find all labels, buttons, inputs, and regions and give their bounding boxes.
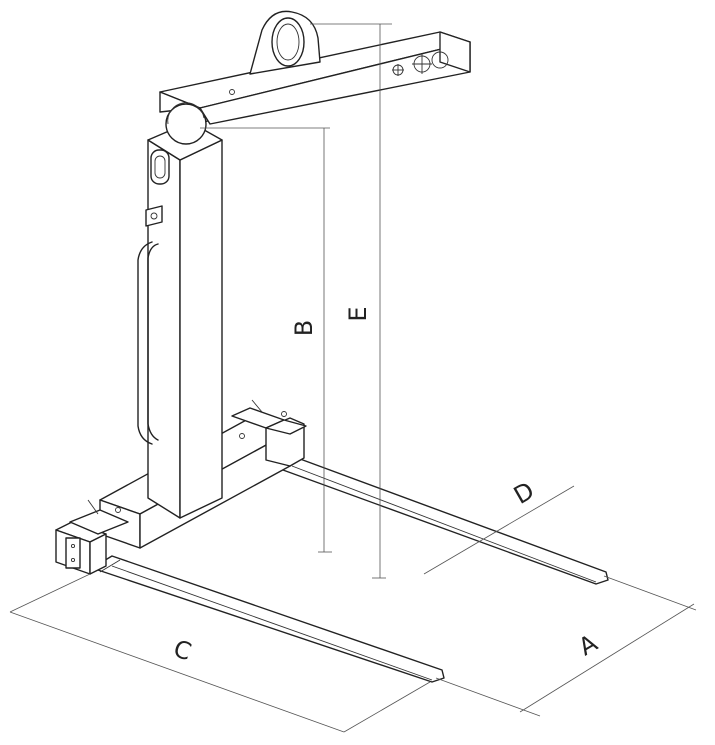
label-e: E xyxy=(344,306,372,321)
mast-lugs xyxy=(145,149,170,227)
hinge-disc xyxy=(165,102,207,145)
label-b: B xyxy=(290,320,318,336)
lifting-eye xyxy=(249,10,321,75)
dimension-lines xyxy=(9,23,697,733)
label-d: D xyxy=(509,476,539,509)
left-fork-bracket xyxy=(55,499,129,575)
left-fork xyxy=(91,555,445,683)
label-a: A xyxy=(574,629,603,662)
right-fork-bracket xyxy=(231,399,307,467)
label-c: C xyxy=(170,634,195,666)
grip-handle xyxy=(137,241,159,445)
